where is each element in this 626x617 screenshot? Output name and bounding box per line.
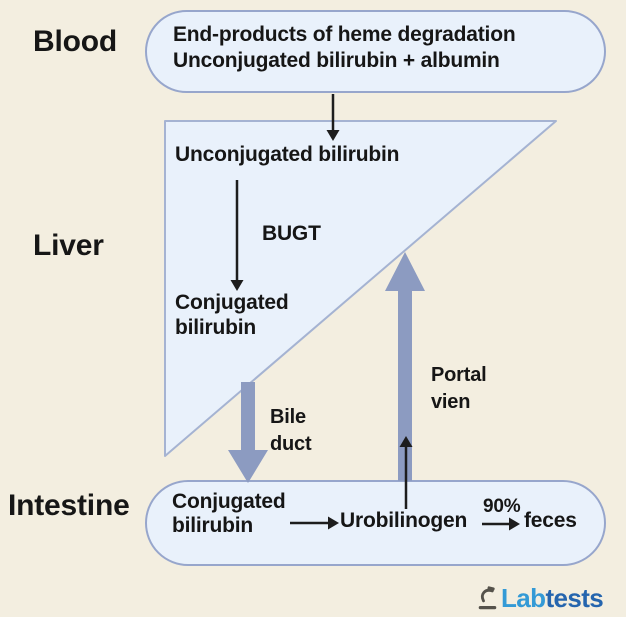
blood-node-line1: End-products of heme degradation <box>173 23 516 46</box>
arrow-urobilinogen-to-portal-icon <box>399 436 413 509</box>
logo-wordmark: Labtests <box>501 583 604 613</box>
intestine-conjugated-bilirubin-label: Conjugated bilirubin <box>172 490 286 538</box>
arrow-urobilinogen-to-feces-icon <box>482 517 520 531</box>
liver-unconjugated-bilirubin-label: Unconjugated bilirubin <box>175 143 400 166</box>
portal-vein-line1: Portal <box>431 364 487 386</box>
portal-vein-label: Portal vien <box>431 362 487 416</box>
logo-word-tests: tests <box>545 583 604 613</box>
section-label-intestine: Intestine <box>8 489 130 522</box>
liver-conjugated-bilirubin-label: Conjugated bilirubin <box>175 290 289 340</box>
intestine-node-shape <box>145 480 606 566</box>
liver-enzyme-bugt-label: BUGT <box>262 222 321 245</box>
bile-duct-label: Bile duct <box>270 404 312 458</box>
liver-conjugated-line2: bilirubin <box>175 316 257 339</box>
ninety-percent-label: 90% <box>483 496 521 517</box>
bile-duct-line2: duct <box>270 433 312 455</box>
blood-node-text: End-products of heme degradation Unconju… <box>173 22 516 74</box>
urobilinogen-label: Urobilinogen <box>340 509 468 532</box>
bile-duct-line1: Bile <box>270 406 306 428</box>
intestine-conjugated-line2: bilirubin <box>172 514 254 537</box>
arrow-unconjugated-to-conjugated-icon <box>230 180 244 291</box>
logo-word-lab: Lab <box>501 583 546 613</box>
intestine-conjugated-line1: Conjugated <box>172 490 286 513</box>
arrow-blood-to-liver-icon <box>326 94 340 141</box>
arrow-conjugated-to-urobilinogen-icon <box>290 516 339 530</box>
blood-node-line2: Unconjugated bilirubin + albumin <box>173 49 500 72</box>
section-label-liver: Liver <box>33 229 104 262</box>
portal-vein-line2: vien <box>431 391 471 413</box>
section-label-blood: Blood <box>33 25 117 58</box>
bile-duct-arrow-icon <box>228 382 268 483</box>
microscope-icon <box>477 585 498 611</box>
labtests-logo: Labtests <box>477 583 604 613</box>
liver-conjugated-line1: Conjugated <box>175 291 289 314</box>
blood-node-shape <box>145 10 606 93</box>
liver-triangle-shape <box>164 120 557 457</box>
portal-vein-arrow-icon <box>385 252 425 481</box>
feces-label: feces <box>524 509 577 532</box>
